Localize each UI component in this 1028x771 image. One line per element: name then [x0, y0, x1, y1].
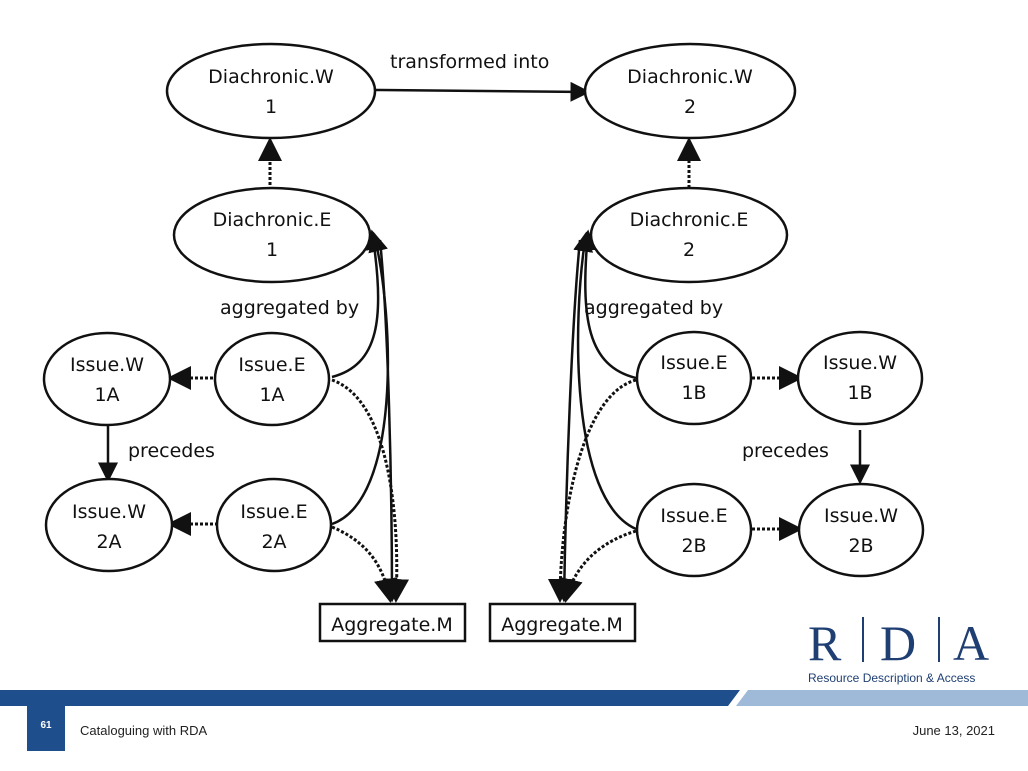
- node-label-line2: 1: [266, 239, 278, 261]
- rda-logo: R D A Resource Description & Access: [808, 615, 989, 685]
- node-label-line2: 1B: [847, 382, 872, 404]
- slide-number: 61: [40, 720, 52, 731]
- edge-ie1b-to-am-right: [548, 378, 637, 603]
- logo-letter-d: D: [880, 615, 916, 671]
- edge-ie2a-aggregated-by-de1: [331, 231, 390, 526]
- node-label-line1: Issue.W: [72, 501, 146, 523]
- label-precedes-left: precedes: [128, 440, 215, 462]
- edge-ie1a-to-am-left: [331, 378, 410, 603]
- label-aggregated-by-left: aggregated by: [220, 297, 359, 319]
- edge-ie2b-to-am-right: [559, 529, 637, 603]
- node-label-line1: Diachronic.E: [213, 209, 332, 231]
- node-aggregate-m-right[interactable]: Aggregate.M: [488, 602, 637, 643]
- edge-ie1a-aggregated-by-de1: [331, 229, 385, 379]
- node-label-line1: Diachronic.W: [208, 66, 334, 88]
- node-diachronic-w-1[interactable]: Diachronic.W 1: [165, 42, 377, 140]
- edge-transformed-into: [375, 81, 591, 102]
- node-label-line1: Issue.E: [660, 505, 727, 527]
- node-diachronic-w-2[interactable]: Diachronic.W 2: [583, 42, 797, 140]
- node-label-line2: 2B: [848, 535, 873, 557]
- node-issue-e-2a[interactable]: Issue.E 2A: [215, 477, 333, 573]
- logo-divider: [938, 617, 940, 662]
- node-diachronic-e-1[interactable]: Diachronic.E 1: [172, 186, 372, 284]
- label-aggregated-by-right: aggregated by: [584, 297, 723, 319]
- node-issue-w-2b[interactable]: Issue.W 2B: [797, 482, 925, 578]
- node-label-line1: Issue.E: [238, 354, 305, 376]
- label-precedes-right: precedes: [742, 440, 829, 462]
- edge-ie2a-to-am-left: [331, 525, 398, 603]
- node-issue-e-1a[interactable]: Issue.E 1A: [213, 331, 331, 427]
- node-label-line1: Diachronic.E: [630, 209, 749, 231]
- footer-date: June 13, 2021: [913, 723, 995, 738]
- node-label-line2: 2A: [96, 531, 121, 553]
- logo-subtitle: Resource Description & Access: [808, 671, 975, 685]
- node-issue-w-2a[interactable]: Issue.W 2A: [44, 477, 174, 573]
- node-label-line2: 2A: [261, 531, 286, 553]
- node-label-line1: Issue.W: [824, 505, 898, 527]
- node-label-line2: 1A: [259, 384, 284, 406]
- logo-letter-r: R: [808, 615, 842, 671]
- node-issue-e-2b[interactable]: Issue.E 2B: [635, 482, 753, 578]
- node-label-line2: 1B: [681, 382, 706, 404]
- edge-de2-to-am-right: [554, 239, 582, 603]
- node-issue-w-1a[interactable]: Issue.W 1A: [42, 331, 172, 427]
- logo-letter-a: A: [953, 615, 989, 671]
- node-label-line1: Issue.E: [240, 501, 307, 523]
- node-aggregate-m-left[interactable]: Aggregate.M: [318, 602, 467, 643]
- logo-divider: [862, 617, 864, 662]
- label-transformed-into: transformed into: [390, 51, 549, 73]
- node-label-line2: 2: [683, 239, 695, 261]
- node-label-line2: 1A: [94, 384, 119, 406]
- edge-ie2b-aggregated-by-de2: [573, 231, 637, 531]
- node-label-line1: Issue.W: [70, 354, 144, 376]
- slide-number-box: [27, 706, 65, 751]
- edge-ie1b-aggregated-by-de2: [576, 229, 637, 380]
- node-label-line1: Issue.E: [660, 352, 727, 374]
- node-issue-e-1b[interactable]: Issue.E 1B: [635, 330, 753, 426]
- node-label-line2: 2: [684, 96, 696, 118]
- node-label: Aggregate.M: [501, 614, 622, 636]
- node-label-line1: Diachronic.W: [627, 66, 753, 88]
- edge-de1-to-am-left: [378, 239, 402, 603]
- node-label-line2: 1: [265, 96, 277, 118]
- node-label-line2: 2B: [681, 535, 706, 557]
- node-label-line1: Issue.W: [823, 352, 897, 374]
- footer-title: Cataloguing with RDA: [80, 723, 208, 738]
- footer-band: [0, 690, 1028, 706]
- node-diachronic-e-2[interactable]: Diachronic.E 2: [589, 186, 789, 284]
- node-issue-w-1b[interactable]: Issue.W 1B: [796, 330, 924, 426]
- node-label: Aggregate.M: [331, 614, 452, 636]
